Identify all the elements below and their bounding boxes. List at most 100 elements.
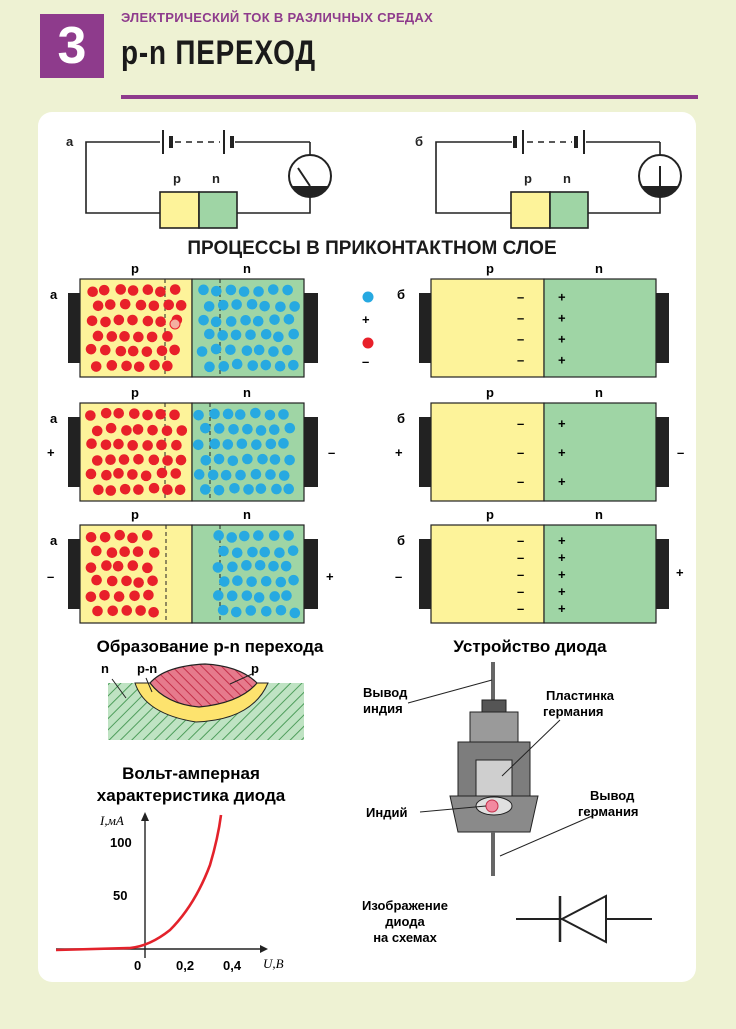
electron-dot <box>218 545 229 557</box>
electron-dot <box>255 425 267 436</box>
electron-dot <box>234 409 246 420</box>
diode-device-figure: Вывод индия Пластинка германия Индий Выв… <box>363 662 639 876</box>
hole-dot <box>100 439 112 451</box>
circuit-a-n-label: n <box>212 171 220 186</box>
negative-ion-sign: – <box>517 584 524 599</box>
hole-dot <box>119 298 131 310</box>
electron-dot <box>238 530 250 542</box>
positive-ion-sign: + <box>558 567 566 582</box>
electron-dot <box>210 343 222 355</box>
hole-dot <box>113 314 125 326</box>
hole-dot <box>85 562 97 573</box>
electron-dot <box>253 344 265 356</box>
electron-dot <box>209 438 221 450</box>
circuit-b-label: б <box>415 134 423 149</box>
hole-dot <box>140 470 152 482</box>
electron-dot <box>280 560 292 572</box>
hole-dot <box>169 344 180 356</box>
electron-dot <box>227 561 238 573</box>
electron-dot <box>269 314 280 325</box>
hole-dot <box>169 284 181 295</box>
right-block-right-sign: – <box>677 445 684 460</box>
recombination-dot <box>169 318 181 330</box>
hole-dot <box>85 343 97 355</box>
electron-dot <box>250 407 261 419</box>
iv-chart: I,мА U,В 100 50 0 0,2 0,4 <box>55 812 284 973</box>
right-block-n-label: n <box>595 385 603 400</box>
hole-dot <box>155 286 166 298</box>
formation-figure: n p-n p <box>101 661 304 740</box>
hole-dot <box>93 484 104 496</box>
right-block-n-label: n <box>595 261 603 276</box>
electron-dot <box>200 422 211 434</box>
left-block-right-sign: + <box>326 569 334 584</box>
hole-dot <box>92 300 104 312</box>
hole-dot <box>142 284 154 295</box>
electron-dot <box>251 439 262 450</box>
negative-ion-sign: – <box>517 550 524 565</box>
hole-dot <box>171 439 182 451</box>
hole-dot <box>174 484 186 496</box>
electron-dot <box>210 316 222 328</box>
hole-dot <box>146 331 158 343</box>
hole-dot <box>100 407 112 419</box>
hole-dot <box>148 300 160 312</box>
electron-dot <box>213 423 225 434</box>
electron-dot <box>241 345 253 356</box>
page-title: p-n ПЕРЕХОД <box>121 34 316 72</box>
hole-dot <box>129 590 140 602</box>
left-block-p-label: p <box>131 507 139 522</box>
hole-dot <box>132 424 144 435</box>
electron-dot <box>246 298 258 310</box>
diode-title: Устройство диода <box>453 637 607 656</box>
electron-legend-sign: + <box>362 312 370 327</box>
hole-dot <box>147 424 158 436</box>
hole-dot <box>156 345 168 357</box>
circuit-a-label: а <box>66 134 74 149</box>
electron-dot <box>269 454 281 465</box>
hole-dot <box>99 531 111 543</box>
electron-dot <box>242 423 253 435</box>
electron-dot <box>281 590 292 601</box>
formation-p-label: p <box>251 661 259 676</box>
negative-ion-sign: – <box>517 567 524 582</box>
electron-dot <box>247 360 259 371</box>
hole-dot <box>127 345 139 357</box>
left-block-n-label: n <box>243 385 251 400</box>
iv-y-label: I,мА <box>99 813 124 828</box>
electron-dot <box>265 438 277 450</box>
electron-dot <box>225 284 237 296</box>
hole-dot <box>148 547 160 558</box>
hole-dot <box>148 607 159 618</box>
left-block-letter: а <box>50 533 58 548</box>
electron-dot <box>203 301 215 312</box>
hole-dot <box>91 545 102 557</box>
electron-dot <box>231 299 242 310</box>
negative-ion-sign: – <box>517 601 524 616</box>
electron-dot <box>246 576 257 587</box>
hole-dot <box>86 438 97 450</box>
iv-ytick-100: 100 <box>110 835 132 850</box>
diode-symbol: Изображение диода на схемах <box>362 894 652 945</box>
negative-ion-sign: – <box>517 290 524 305</box>
hole-dot <box>121 425 132 436</box>
positive-ion-sign: + <box>558 290 566 305</box>
electron-dot <box>209 408 220 420</box>
electron-dot <box>222 439 234 450</box>
hole-dot <box>156 439 167 451</box>
electron-dot <box>238 286 250 297</box>
hole-dot <box>169 409 180 421</box>
electron-dot <box>200 454 212 466</box>
electron-dot <box>243 484 254 495</box>
hole-dot <box>107 605 119 617</box>
electron-dot <box>241 590 253 601</box>
electron-dot <box>283 483 295 495</box>
electron-dot <box>278 470 290 481</box>
hole-dot <box>162 484 173 495</box>
electron-dot <box>253 286 264 297</box>
topic-number-badge: 3 <box>40 14 104 78</box>
